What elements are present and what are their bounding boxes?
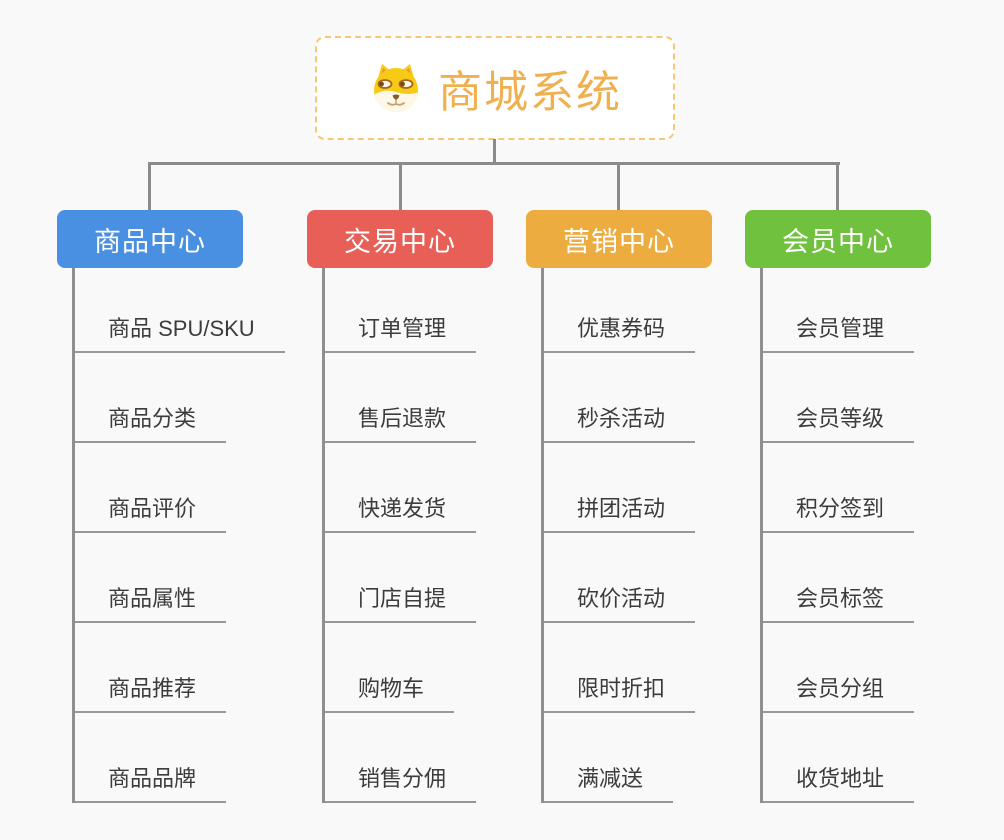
leaf-node[interactable]: 销售分佣	[325, 713, 477, 803]
leaf-node[interactable]: 门店自提	[325, 533, 477, 623]
branch-connector-stub-1	[148, 162, 151, 210]
leaf-label: 快递发货	[358, 496, 447, 521]
branch-header-2[interactable]: 交易中心	[307, 210, 493, 268]
branch-children-1: 商品 SPU/SKU 商品分类商品评价商品属性商品推荐商品品牌	[72, 268, 285, 803]
leaf-label: 秒杀活动	[577, 406, 666, 431]
leaf-node[interactable]: 砍价活动	[544, 533, 696, 623]
leaf-label: 订单管理	[358, 316, 447, 341]
root-title: 商城系统	[438, 68, 622, 117]
leaf-label: 商品推荐	[108, 676, 197, 701]
leaf-node[interactable]: 限时折扣	[544, 623, 696, 713]
leaf-label: 会员分组	[796, 676, 885, 701]
leaf-node[interactable]: 满减送	[544, 713, 674, 803]
root-node[interactable]: 商城系统	[315, 36, 675, 140]
branch-connector-horizontal	[148, 162, 840, 165]
branch-header-3[interactable]: 营销中心	[526, 210, 712, 268]
branch-header-label: 会员中心	[782, 226, 894, 257]
leaf-label: 优惠券码	[577, 316, 666, 341]
leaf-node[interactable]: 秒杀活动	[544, 353, 696, 443]
root-connector-vertical	[493, 139, 496, 165]
leaf-node[interactable]: 商品属性	[75, 533, 227, 623]
leaf-label: 商品 SPU/SKU	[108, 316, 255, 341]
leaf-label: 销售分佣	[358, 766, 447, 791]
branch-header-4[interactable]: 会员中心	[745, 210, 931, 268]
branch-connector-stub-2	[399, 162, 402, 210]
leaf-node[interactable]: 收货地址	[763, 713, 915, 803]
leaf-label: 收货地址	[796, 766, 885, 791]
leaf-node[interactable]: 商品 SPU/SKU	[75, 268, 285, 353]
branch-children-4: 会员管理会员等级积分签到会员标签会员分组收货地址	[760, 268, 915, 803]
leaf-node[interactable]: 会员管理	[763, 268, 915, 353]
branch-header-label: 营销中心	[563, 226, 675, 257]
leaf-node[interactable]: 商品分类	[75, 353, 227, 443]
leaf-label: 会员标签	[796, 586, 885, 611]
leaf-label: 砍价活动	[577, 586, 666, 611]
leaf-label: 积分签到	[796, 496, 885, 521]
branch-header-label: 交易中心	[344, 226, 456, 257]
leaf-label: 商品属性	[108, 586, 197, 611]
branch-children-3: 优惠券码秒杀活动拼团活动砍价活动限时折扣满减送	[541, 268, 696, 803]
leaf-node[interactable]: 售后退款	[325, 353, 477, 443]
leaf-node[interactable]: 快递发货	[325, 443, 477, 533]
branch-connector-stub-3	[617, 162, 620, 210]
leaf-label: 会员管理	[796, 316, 885, 341]
leaf-label: 售后退款	[358, 406, 447, 431]
doge-icon	[374, 64, 418, 112]
leaf-label: 会员等级	[796, 406, 885, 431]
leaf-node[interactable]: 积分签到	[763, 443, 915, 533]
leaf-node[interactable]: 会员分组	[763, 623, 915, 713]
leaf-label: 拼团活动	[577, 496, 666, 521]
leaf-node[interactable]: 优惠券码	[544, 268, 696, 353]
leaf-node[interactable]: 订单管理	[325, 268, 477, 353]
leaf-node[interactable]: 商品评价	[75, 443, 227, 533]
leaf-label: 购物车	[358, 676, 425, 701]
branch-header-1[interactable]: 商品中心	[57, 210, 243, 268]
leaf-node[interactable]: 会员等级	[763, 353, 915, 443]
leaf-node[interactable]: 拼团活动	[544, 443, 696, 533]
leaf-node[interactable]: 商品推荐	[75, 623, 227, 713]
leaf-label: 限时折扣	[577, 676, 666, 701]
leaf-label: 商品分类	[108, 406, 197, 431]
leaf-label: 商品品牌	[108, 766, 197, 791]
leaf-node[interactable]: 购物车	[325, 623, 455, 713]
branch-children-2: 订单管理售后退款快递发货门店自提购物车销售分佣	[322, 268, 477, 803]
leaf-node[interactable]: 商品品牌	[75, 713, 227, 803]
leaf-label: 满减送	[577, 766, 644, 791]
leaf-label: 商品评价	[108, 496, 197, 521]
branch-connector-stub-4	[836, 162, 839, 210]
leaf-label: 门店自提	[358, 586, 447, 611]
branch-header-label: 商品中心	[94, 226, 206, 257]
leaf-node[interactable]: 会员标签	[763, 533, 915, 623]
